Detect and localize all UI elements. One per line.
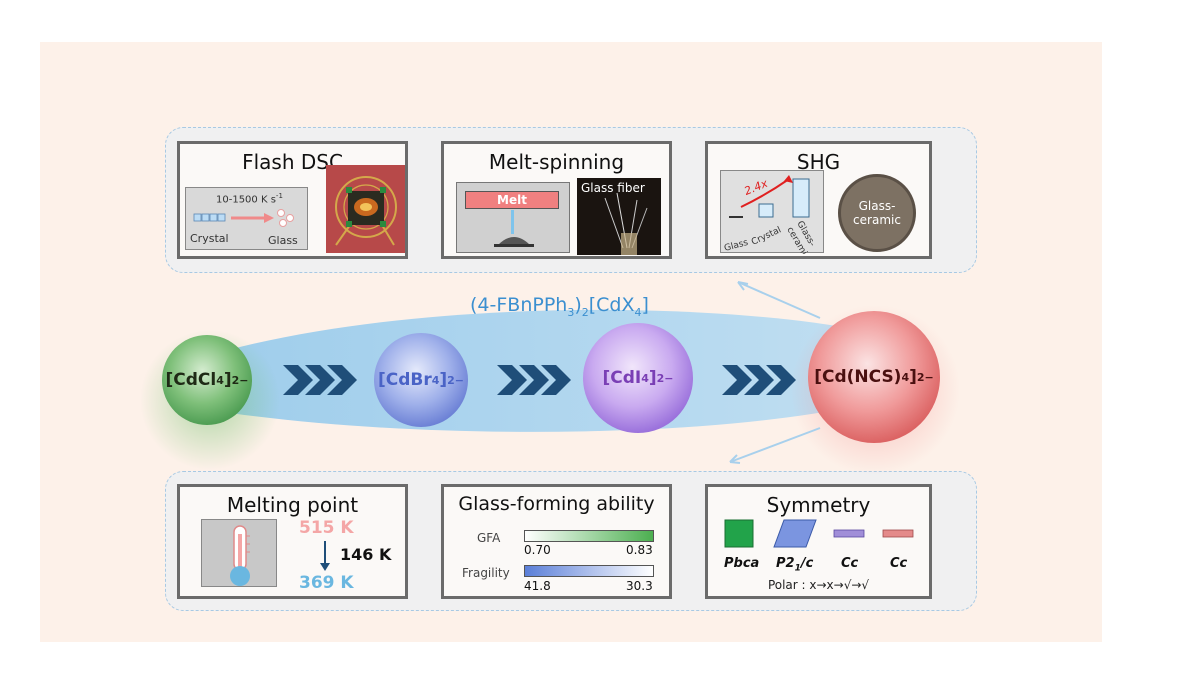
thermometer-icon [230, 525, 250, 586]
shg-bar-icon: 2.4x Glass Crystal Glass- ceramic [723, 175, 817, 262]
label-cdncs4: [Cd(NCS)4]2− [814, 367, 934, 387]
spinning-wheel-icon [494, 237, 534, 247]
fragility-colorbar [524, 565, 654, 577]
pbca-shape [724, 519, 754, 548]
panel-title: Glass-forming ability [458, 493, 655, 515]
melting-delta: 146 K [340, 545, 392, 564]
ball-cdcl4 [162, 335, 252, 425]
melt-label: Melt [465, 191, 559, 209]
ball-cdbr4 [374, 333, 468, 427]
symmetry-shapes [724, 519, 914, 548]
svg-text:Crystal: Crystal [750, 225, 783, 247]
cc-shape-1 [833, 529, 865, 538]
panel-melting-point: Melting point 515 K 146 K 369 K [177, 484, 408, 599]
panel-title: Symmetry [766, 493, 871, 517]
ball-cdncs4 [808, 311, 940, 443]
chevron-arrow-3 [722, 365, 796, 395]
compound-formula: (4-FBnPPh3)2[CdX4] [470, 294, 649, 319]
polar-sequence: Polar : x→x→√→√ [767, 578, 870, 592]
svg-text:Glass: Glass [723, 238, 749, 254]
down-arrow-icon [320, 541, 330, 571]
melting-high: 515 K [299, 518, 354, 538]
chevron-arrow-2 [497, 365, 571, 395]
panel-glass-forming-ability: Glass-forming ability GFA 0.70 0.83 Frag… [441, 484, 672, 599]
cc-shape-2 [882, 529, 914, 538]
p21c-shape [773, 519, 817, 548]
melting-low: 369 K [299, 573, 354, 593]
shg-scheme: 2.4x Glass Crystal Glass- ceramic [720, 170, 824, 262]
panel-title: Melting point [226, 493, 359, 517]
chevron-arrow-1 [283, 365, 357, 395]
panel-melt-spinning: Melt-spinning Melt Glass fiber [441, 141, 672, 259]
panel-shg: SHG 2.4x Glass Crystal Glass- ceramic Gl… [705, 141, 932, 262]
dsc-scheme: 10-1500 K s-1 Crystal Glass [185, 187, 308, 250]
gfa-colorbar [524, 530, 654, 542]
dsc-chip-photo [326, 165, 405, 253]
panel-symmetry: Symmetry Pbca P21/c Cc Cc Polar : x→x→√→… [705, 484, 932, 599]
connector-to-bottom [729, 427, 821, 463]
connector-to-top [737, 281, 821, 319]
melt-scheme: Melt [456, 182, 570, 253]
thermometer-box [201, 519, 277, 587]
panel-flash-dsc: Flash DSC 10-1500 K s-1 Crystal Glass [177, 141, 408, 259]
ball-cdi4 [583, 323, 693, 433]
panel-title: Melt-spinning [488, 150, 625, 174]
glass-fiber-photo: Glass fiber [577, 178, 661, 255]
dsc-arrow-icon [193, 209, 294, 227]
glass-ceramic-photo: Glass- ceramic [838, 174, 916, 252]
